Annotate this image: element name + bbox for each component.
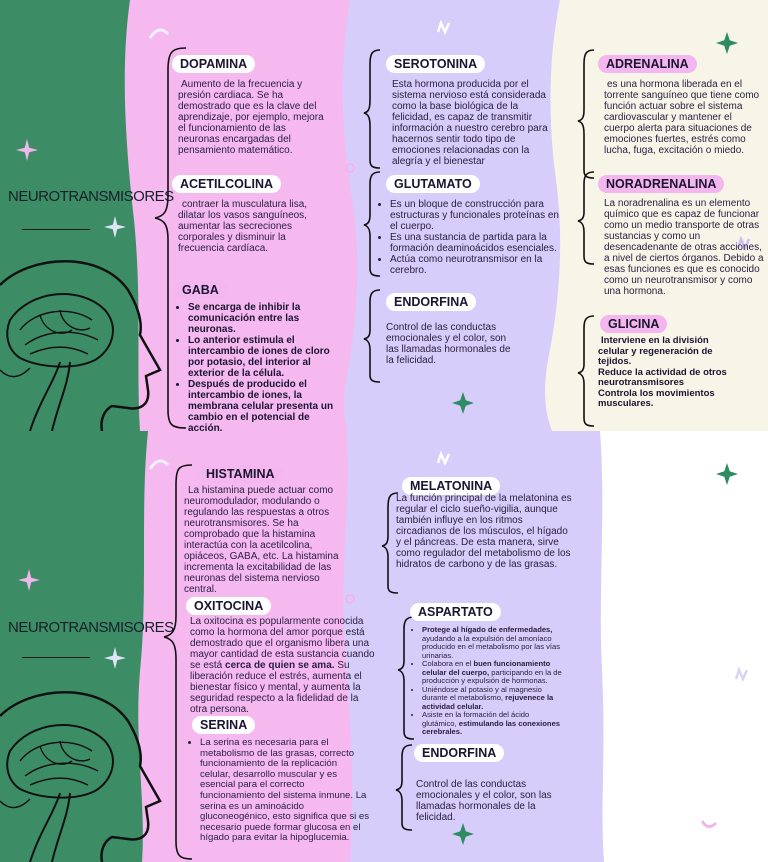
dopamina-text: Aumento de la frecuencia y presión cardi…: [178, 79, 324, 156]
serotonina-text: Esta hormona producida por el sistema ne…: [392, 79, 548, 167]
aspartato-item-text: Uniéndose al potasio y al magnesio duran…: [422, 684, 542, 702]
aspartato-item-bold: estimulando las conexiones cerebrales.: [422, 718, 561, 736]
oxitocina-text-part: La oxitocina es popularmente conocida co…: [190, 616, 375, 671]
brain-head-icon: [0, 691, 162, 862]
glutamato-item: Es una sustancia de partida para la form…: [390, 232, 560, 254]
glutamato-list: Es un bloque de construcción para estruc…: [380, 199, 560, 276]
melatonina-text: La función principal de la melatonina es…: [396, 493, 572, 570]
aspartato-item-text: ayudando a la expulsión del amoníaco pro…: [422, 633, 561, 660]
squiggle-icon: [734, 667, 749, 683]
squiggle-icon: [436, 20, 451, 36]
top-infographic: NEUROTRANSMISORES DOPAMINA Aumento de la…: [0, 0, 768, 431]
oxitocina-text-part: Su liberación reduce el estrés, aumenta …: [190, 660, 362, 715]
gaba-label: GABA: [174, 281, 227, 299]
aspartato-item-text: Colabora en el: [422, 659, 474, 668]
dopamina-label: DOPAMINA: [172, 55, 256, 73]
oxitocina-label: OXITOCINA: [186, 597, 272, 615]
pale-star-icon: [104, 216, 126, 238]
ring-icon: [345, 163, 355, 173]
aspartato-item-text: Asiste en la formación del ácido glutámi…: [422, 710, 530, 728]
arc-icon: [148, 459, 170, 470]
green-star-icon: [452, 392, 474, 414]
aspartato-item: Asiste en la formación del ácido glutámi…: [422, 710, 562, 737]
glicina-line: Interviene en la división celular y rege…: [598, 335, 713, 367]
arc-icon: [148, 28, 170, 39]
aspartato-item: Protege al hígado de enfermedades, ayuda…: [422, 625, 562, 660]
aspartato-item-bold: Protege al hígado de enfermedades,: [422, 625, 553, 634]
glicina-line: Reduce la actividad de otros neurotransm…: [598, 366, 727, 388]
acetilcolina-text: contraer la musculatura lisa, dilatar lo…: [178, 199, 308, 254]
gaba-item: Después de producido el intercambio de i…: [188, 379, 336, 431]
page-title: NEUROTRANSMISORES: [8, 188, 174, 205]
histamina-text: La histamina puede actuar como neuromodu…: [184, 485, 339, 595]
squiggle-icon: [436, 451, 451, 467]
acetilcolina-label: ACETILCOLINA: [172, 175, 282, 193]
green-star-icon: [452, 823, 474, 845]
noradrenalina-text: La noradrenalina es un elemento químico …: [604, 198, 764, 297]
serina-list: La serina es necesaria para el metabolis…: [190, 737, 370, 844]
endorfina-label: ENDORFINA: [414, 744, 505, 762]
brain-head-icon: [0, 260, 162, 431]
aspartato-item-text: participando en la de producción y expul…: [422, 667, 562, 685]
endorfina-label: ENDORFINA: [386, 293, 477, 311]
aspartato-item-bold: buen funcionamiento celular del cuerpo,: [422, 659, 551, 677]
endorfina-text: Control de las conductas emocionales y e…: [416, 779, 552, 823]
glutamato-item: Es un bloque de construcción para estruc…: [390, 199, 560, 232]
glicina-text: Interviene en la división celular y rege…: [598, 335, 728, 410]
pale-star-icon: [104, 647, 126, 669]
glicina-line: Controla los movimientos musculares.: [598, 387, 715, 409]
gaba-item: Lo anterior estimula el intercambio de i…: [188, 335, 336, 379]
aspartato-item-bold: rejuvenece la actividad celular.: [422, 693, 554, 711]
endorfina-text: Control de las conductas emocionales y e…: [386, 322, 511, 366]
title-underline: [22, 229, 90, 230]
histamina-label: HISTAMINA: [198, 465, 283, 483]
green-star-icon: [716, 463, 738, 485]
adrenalina-label: ADRENALINA: [598, 55, 697, 73]
glicina-label: GLICINA: [600, 315, 668, 333]
squiggle-icon: [736, 236, 751, 252]
page-title: NEUROTRANSMISORES: [8, 619, 174, 636]
title-underline: [22, 657, 90, 658]
serina-item: La serina es necesaria para el metabolis…: [200, 737, 370, 844]
gaba-item: Se encarga de inhibir la comunicación en…: [188, 302, 336, 335]
serina-label: SERINA: [192, 716, 256, 734]
ring-icon: [345, 594, 355, 604]
arc-icon: [700, 820, 718, 828]
pink-star-icon: [16, 139, 38, 161]
green-star-icon: [716, 32, 738, 54]
aspartato-list: Protege al hígado de enfermedades, ayuda…: [412, 625, 562, 737]
melatonina-label: MELATONINA: [402, 477, 501, 495]
bottom-infographic: NEUROTRANSMISORES HISTAMINA La histamina…: [0, 431, 768, 862]
serotonina-label: SEROTONINA: [386, 55, 486, 73]
gaba-list: Se encarga de inhibir la comunicación en…: [178, 302, 336, 431]
aspartato-item: Colabora en el buen funcionamiento celul…: [422, 659, 562, 686]
aspartato-label: ASPARTATO: [410, 603, 501, 621]
adrenalina-text: es una hormona liberada en el torrente s…: [604, 79, 760, 156]
aspartato-item: Uniéndose al potasio y al magnesio duran…: [422, 684, 562, 712]
glutamato-label: GLUTAMATO: [386, 175, 480, 193]
bottom-background: [0, 431, 768, 862]
oxitocina-text-bold: cerca de quien se ama.: [225, 660, 335, 671]
noradrenalina-label: NORADRENALINA: [598, 175, 725, 193]
pink-star-icon: [18, 569, 40, 591]
glutamato-item: Actúa como neurotransmisor en la cerebro…: [390, 254, 560, 276]
oxitocina-text: La oxitocina es popularmente conocida co…: [190, 616, 376, 715]
